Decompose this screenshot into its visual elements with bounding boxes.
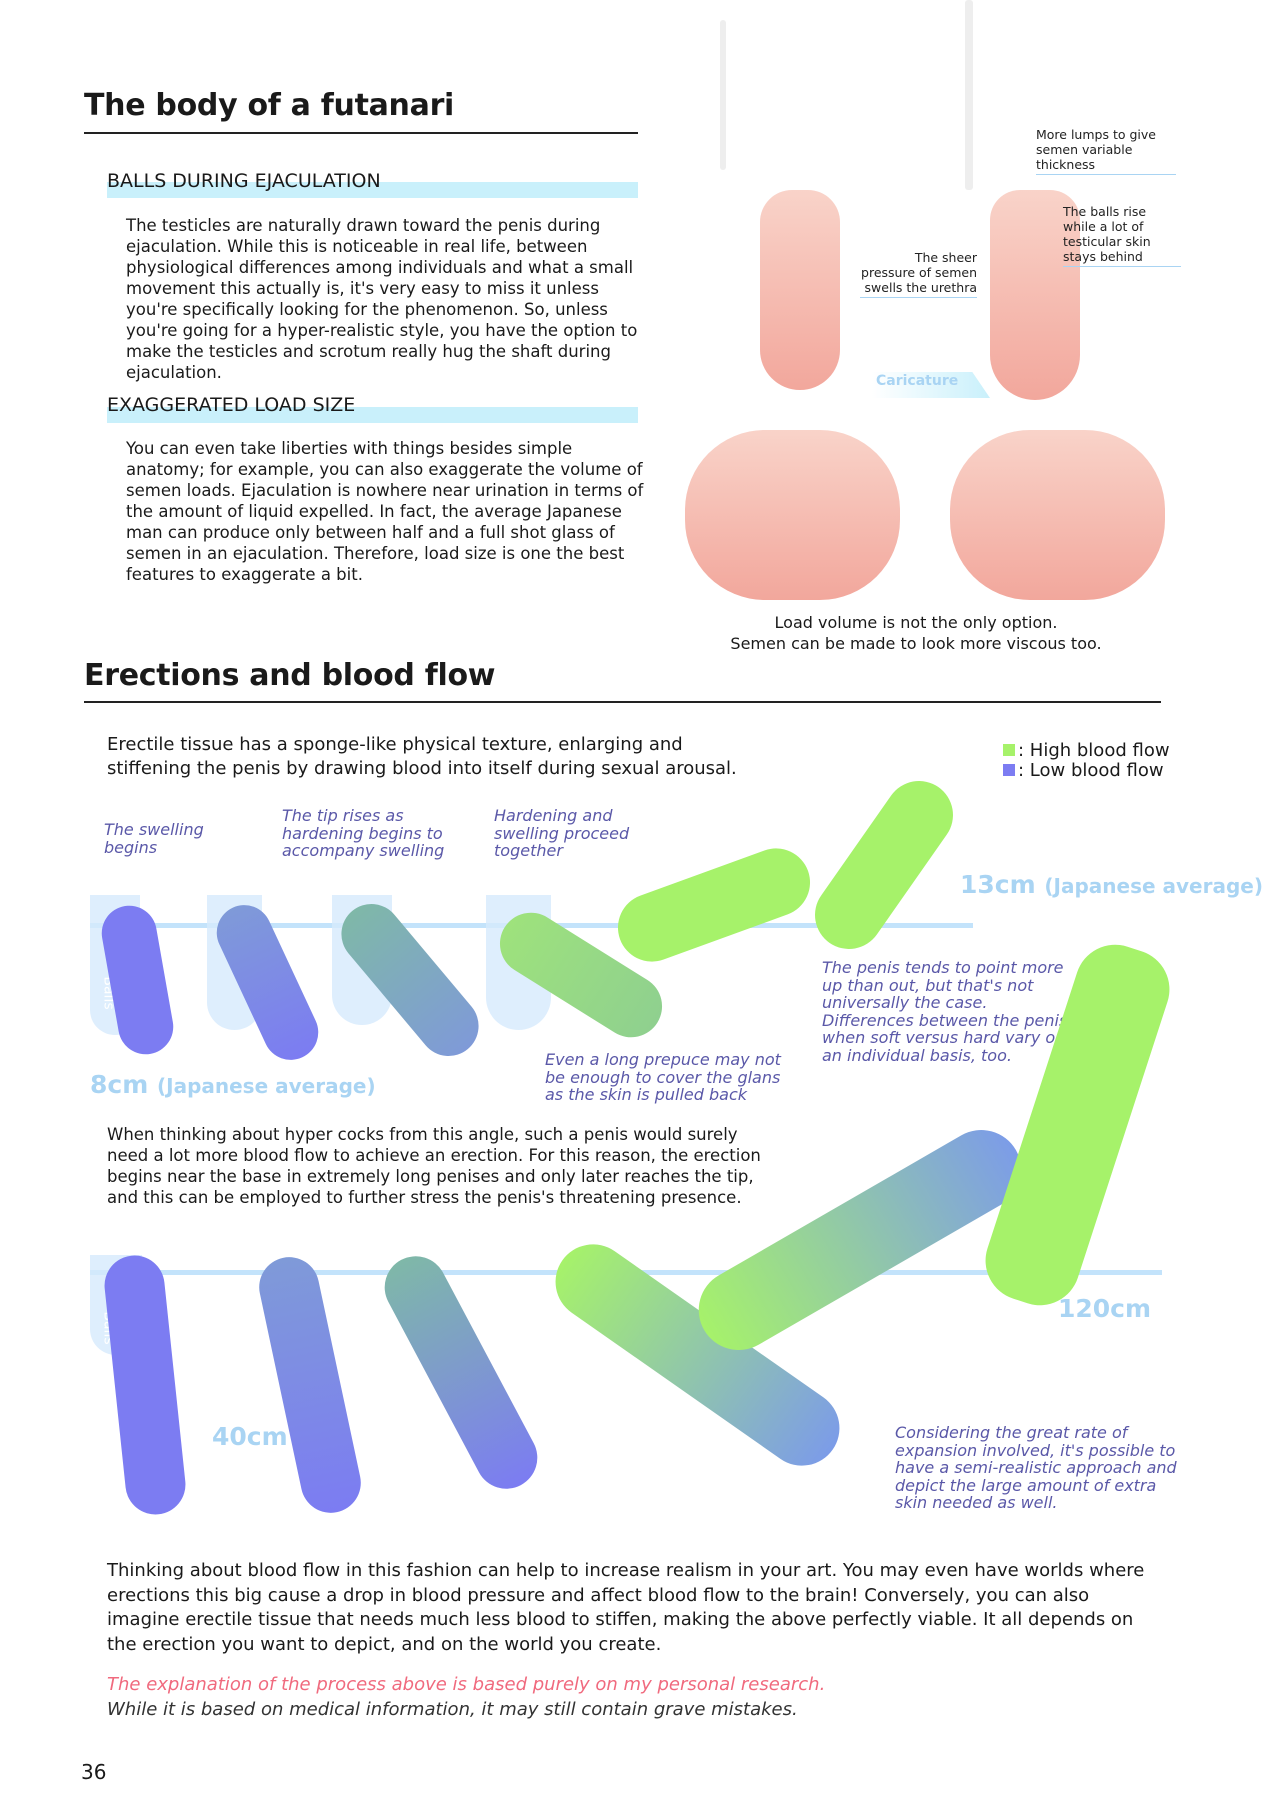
note-pressure: The sheer pressure of semen swells the u… xyxy=(860,250,977,298)
stage-label-1: The swelling begins xyxy=(104,820,204,857)
hyper-shape-1 xyxy=(101,1252,189,1518)
measure-13cm: 13cm (Japanese average) xyxy=(960,870,1263,899)
note-lumps: More lumps to give semen variable thickn… xyxy=(1036,127,1176,175)
hyper-shape-2 xyxy=(253,1251,367,1519)
stage-shape-6 xyxy=(801,767,967,963)
direction-note: The penis tends to point more up than ou… xyxy=(822,958,1068,1065)
subheading-load: EXAGGERATED LOAD SIZE xyxy=(107,394,356,416)
measure-40cm: 40cm xyxy=(212,1422,288,1451)
hyper-paragraph: When thinking about hyper cocks from thi… xyxy=(107,1125,761,1207)
title-underline xyxy=(84,132,638,134)
paragraph-load: You can even take liberties with things … xyxy=(126,439,644,584)
measure-note: (Japanese average) xyxy=(1044,874,1263,898)
title-underline xyxy=(84,701,1161,703)
caption-load: Load volume is not the only option. Seme… xyxy=(700,612,1132,654)
caricature-label: Caricature xyxy=(876,373,959,389)
disclaimer-line-1: The explanation of the process above is … xyxy=(107,1674,826,1695)
caricature-arrow xyxy=(872,372,990,398)
measure-8cm: 8cm (Japanese average) xyxy=(90,1070,376,1099)
measure-note: (Japanese average) xyxy=(156,1074,376,1098)
legend: : High blood flow : Low blood flow xyxy=(1003,741,1170,781)
subheading-balls: BALLS DURING EJACULATION xyxy=(107,170,381,192)
paragraph-balls: The testicles are naturally drawn toward… xyxy=(126,216,638,382)
subheading-highlight xyxy=(107,182,638,198)
measure-value: 13cm xyxy=(960,870,1036,899)
illustration-ejaculation xyxy=(700,0,1170,410)
section-title-body: The body of a futanari xyxy=(84,88,455,123)
legend-high: : High blood flow xyxy=(1003,741,1170,761)
legend-low: : Low blood flow xyxy=(1003,761,1170,781)
closing-paragraph: Thinking about blood flow in this fashio… xyxy=(107,1560,1145,1655)
disclaimer-line-2: While it is based on medical information… xyxy=(107,1699,798,1720)
section-title-erections: Erections and blood flow xyxy=(84,658,496,693)
intro-paragraph: Erectile tissue has a sponge-like physic… xyxy=(107,734,737,779)
measure-value: 8cm xyxy=(90,1070,149,1099)
legend-swatch-high xyxy=(1003,744,1015,756)
stage-label-3: Hardening and swelling proceed together xyxy=(494,806,630,860)
caption-line-1: Load volume is not the only option. xyxy=(774,613,1058,632)
legend-swatch-low xyxy=(1003,764,1015,776)
hyper-shape-3 xyxy=(373,1245,549,1500)
note-balls: The balls rise while a lot of testicular… xyxy=(1063,204,1181,267)
page-number: 36 xyxy=(81,1760,107,1784)
illustration-load-volume xyxy=(655,410,1175,600)
subheading-highlight xyxy=(107,407,638,423)
prepuce-note: Even a long prepuce may not be enough to… xyxy=(545,1050,781,1104)
caption-line-2: Semen can be made to look more viscous t… xyxy=(730,634,1102,653)
measure-120cm: 120cm xyxy=(1058,1294,1152,1323)
stage-label-2: The tip rises as hardening begins to acc… xyxy=(282,806,445,860)
skin-note: Considering the great rate of expansion … xyxy=(895,1423,1177,1512)
